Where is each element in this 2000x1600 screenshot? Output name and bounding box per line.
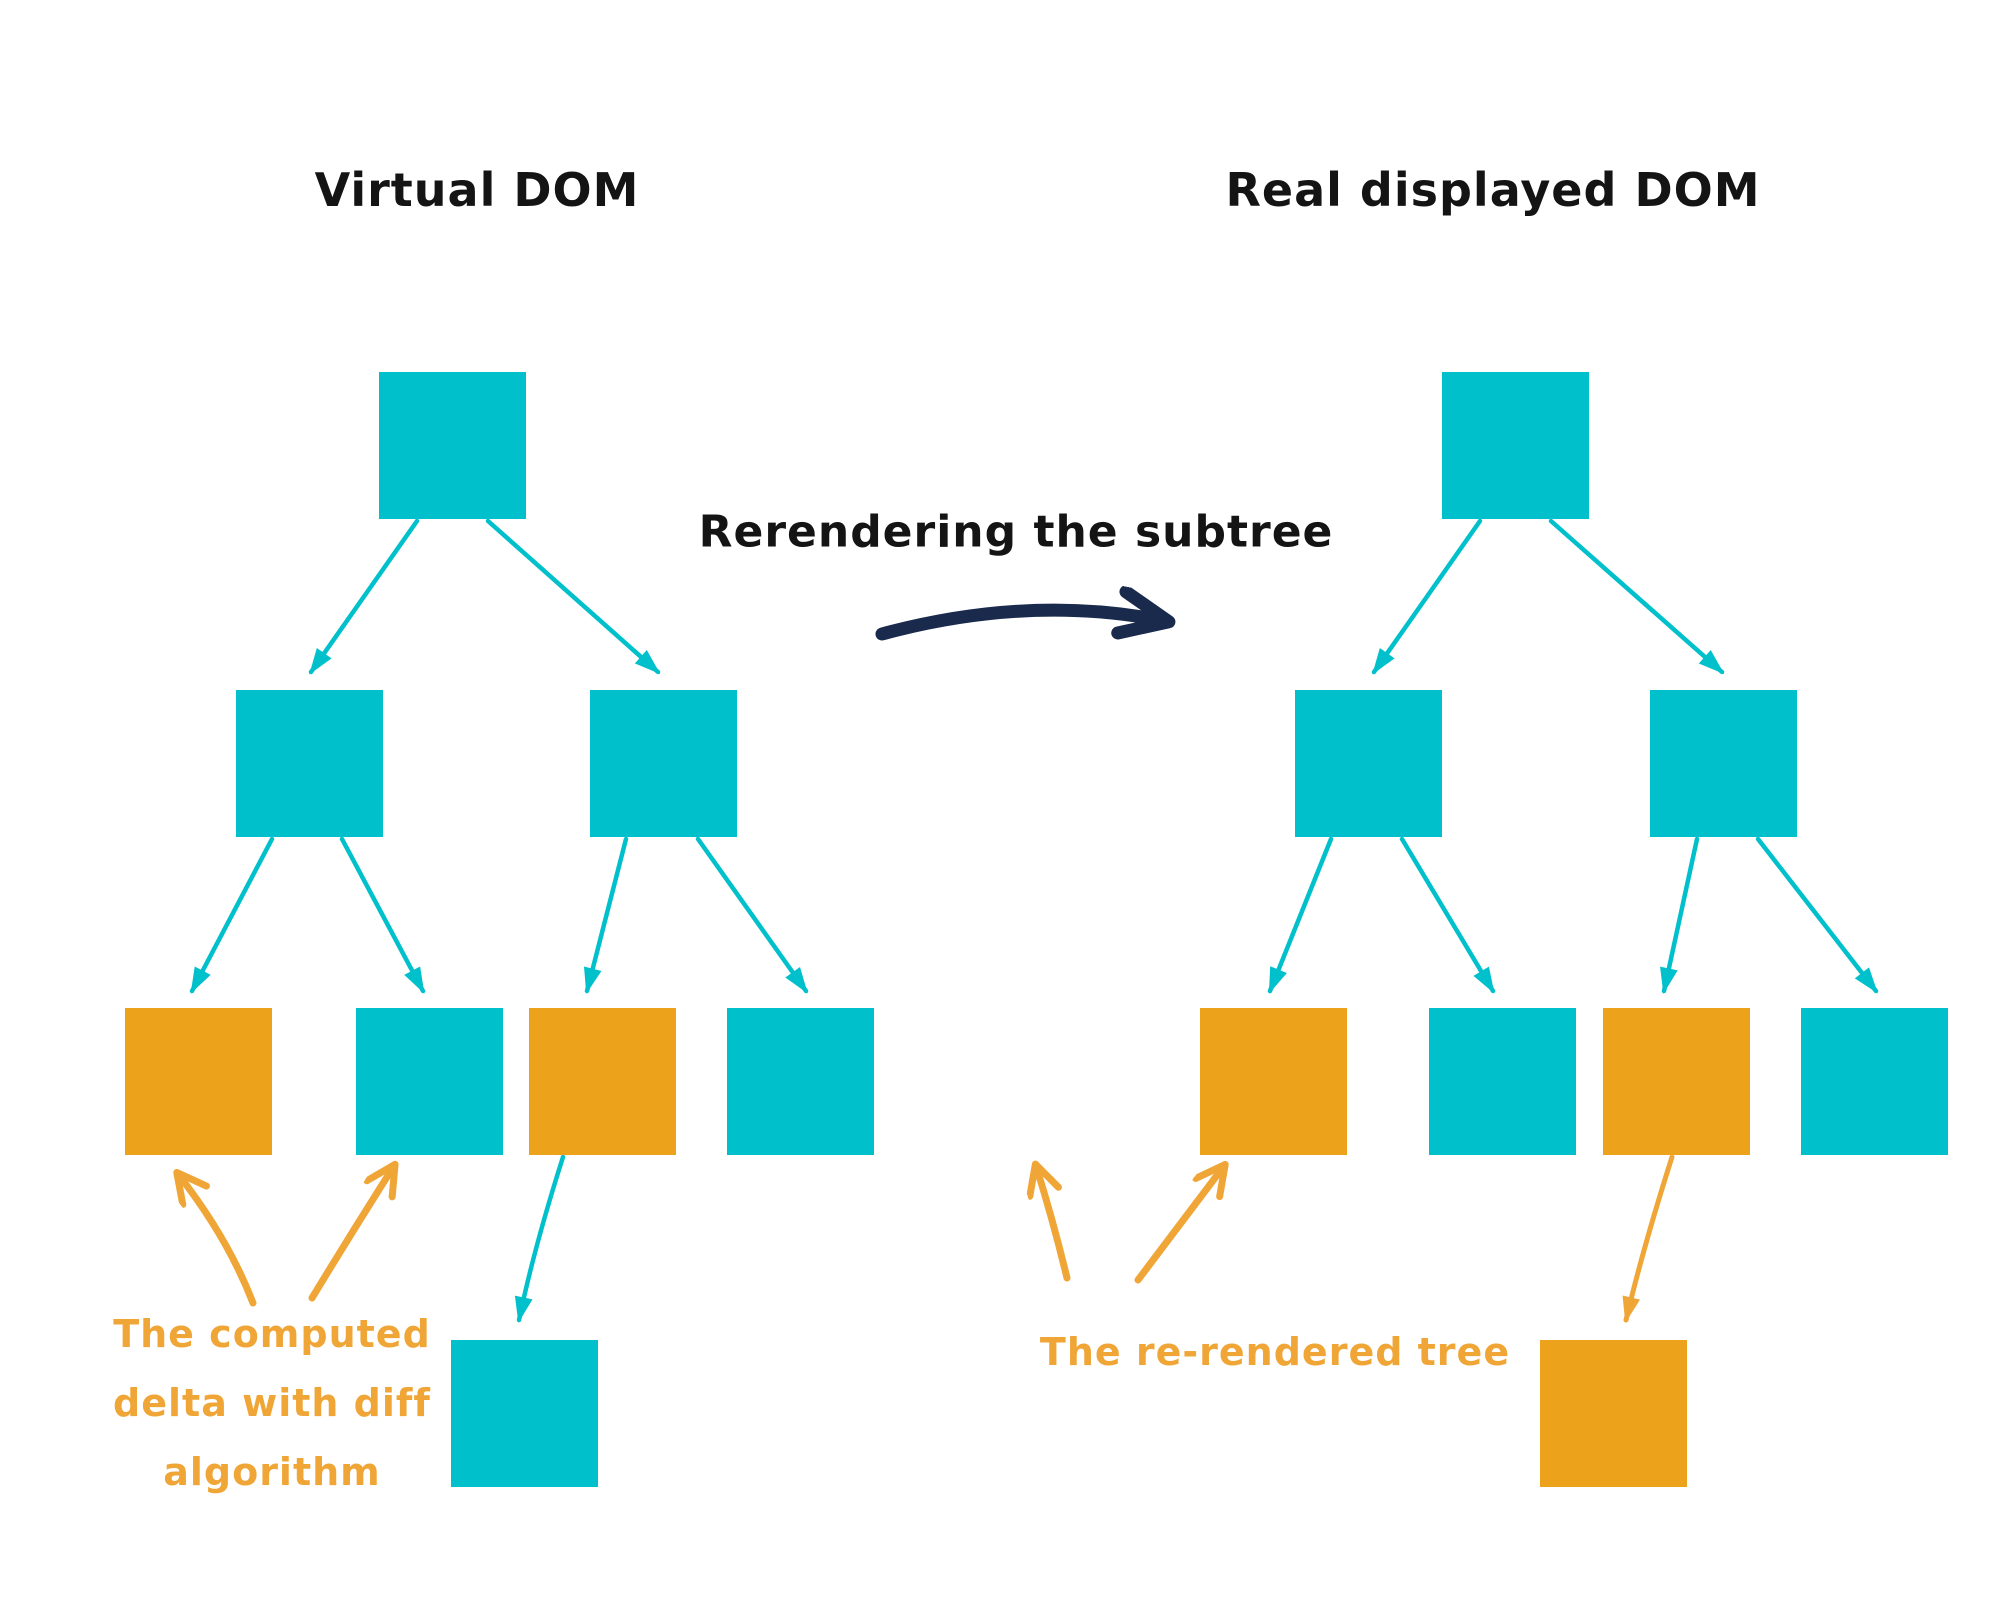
vdom-edge-root-to-child-right bbox=[485, 518, 661, 675]
vdom-edge-childleft-to-leaf1 bbox=[189, 836, 275, 994]
vdom-edge-childright-to-leaf3 bbox=[583, 836, 629, 994]
vdom-title: Virtual DOM bbox=[314, 163, 640, 217]
rdom-leaf2-node bbox=[1429, 1008, 1576, 1155]
rdom-edge-childleft-to-leaf1 bbox=[1267, 836, 1334, 994]
rdom-child-right-node bbox=[1650, 690, 1797, 837]
left-annotation-arrow-to-leaf3-icon bbox=[308, 1166, 394, 1302]
rdom-leaf1-node-rerendered bbox=[1200, 1008, 1347, 1155]
rdom-edge-childright-to-leaf4 bbox=[1755, 836, 1879, 994]
vdom-edge-childright-to-leaf4 bbox=[695, 836, 809, 994]
rdom-root-node bbox=[1442, 372, 1589, 519]
vdom-leaf1-node-changed bbox=[125, 1008, 272, 1155]
vdom-child-left-node bbox=[236, 690, 383, 837]
right-annotation-arrow-to-leaf1-icon bbox=[1036, 1166, 1071, 1282]
vdom-root-node bbox=[379, 372, 526, 519]
vdom-edge-root-to-child-left bbox=[308, 518, 420, 675]
left-annotation-line3: algorithm bbox=[163, 1450, 381, 1494]
right-annotation-text: The re-rendered tree bbox=[1039, 1330, 1511, 1374]
vdom-new-subtree-node bbox=[451, 1340, 598, 1487]
rdom-edge-root-to-child-right bbox=[1548, 518, 1725, 675]
left-annotation-arrow-to-leaf1-icon bbox=[178, 1174, 257, 1307]
curved-right-arrow-icon bbox=[875, 610, 1165, 641]
rdom-edge-childright-to-leaf3 bbox=[1660, 836, 1700, 994]
vdom-leaf2-node bbox=[356, 1008, 503, 1155]
rdom-leaf4-node bbox=[1801, 1008, 1948, 1155]
rdom-edge-leaf3-to-new-node bbox=[1622, 1154, 1675, 1323]
vdom-leaf4-node bbox=[727, 1008, 874, 1155]
transition-label: Rerendering the subtree bbox=[698, 506, 1334, 558]
vdom-leaf3-node-changed bbox=[529, 1008, 676, 1155]
right-annotation-arrow-to-leaf3-icon bbox=[1134, 1166, 1224, 1284]
vdom-edge-childleft-to-leaf2 bbox=[339, 836, 426, 994]
vdom-edge-leaf3-to-new-node bbox=[514, 1154, 566, 1323]
rdom-title: Real displayed DOM bbox=[1225, 163, 1761, 217]
rdom-child-left-node bbox=[1295, 690, 1442, 837]
rdom-new-subtree-node-rerendered bbox=[1540, 1340, 1687, 1487]
vdom-child-right-node bbox=[590, 690, 737, 837]
rdom-leaf3-node-rerendered bbox=[1603, 1008, 1750, 1155]
left-annotation-line2: delta with diff bbox=[113, 1381, 431, 1425]
rdom-edge-root-to-child-left bbox=[1371, 518, 1483, 675]
left-annotation-text: The computed delta with diff algorithm bbox=[113, 1300, 431, 1507]
left-annotation-line1: The computed bbox=[113, 1312, 431, 1356]
rdom-edge-childleft-to-leaf2 bbox=[1399, 836, 1496, 994]
